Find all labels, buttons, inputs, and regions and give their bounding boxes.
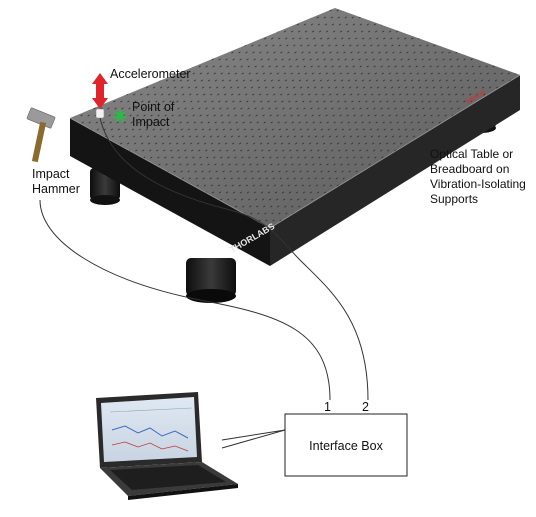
impact-hammer-label-line2: Hammer [32,182,80,196]
hammer-icon [26,107,56,163]
front-legs [186,258,236,303]
optical-table-label-line1: Optical Table or [430,147,513,161]
optical-table: THORLABS NEXUS [69,8,521,266]
port-2-label: 2 [362,400,369,414]
laptop-cable [221,429,286,449]
laptop-screen [101,397,197,462]
impact-star-icon [112,108,128,123]
impact-hammer-label-line1: Impact [32,167,70,181]
hammer-cable [39,199,331,401]
optical-table-label-line2: Breadboard on [430,162,509,176]
optical-table-label-line4: Supports [430,192,478,206]
point-of-impact-label-line1: Point of [132,100,175,114]
table-right-side [270,75,520,266]
accelerometer-sensor-icon [95,108,105,119]
interface-box-label: Interface Box [309,439,383,453]
interface-box: Interface Box 1 2 [284,400,408,477]
accelerometer-label: Accelerometer [110,67,191,81]
accelerometer-cable [99,117,369,401]
port-1-label: 1 [324,400,331,414]
double-arrow-icon [92,73,108,109]
point-of-impact-label-line2: Impact [132,115,170,129]
laptop-icon [96,392,238,500]
optical-table-label-line3: Vibration-Isolating [430,177,526,191]
